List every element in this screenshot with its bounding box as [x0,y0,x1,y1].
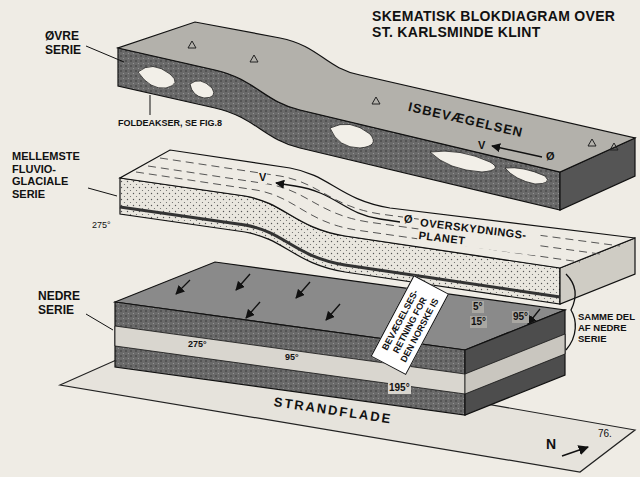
brace [566,274,575,350]
leader-lines [86,46,150,330]
figure-number: 76. [598,428,612,440]
direction-letter: Ø [403,213,414,226]
series-label: ØVRE SERIE [45,30,107,58]
till-symbols [188,41,618,150]
bracket-label: SAMME DEL AF NEDRE SERIE [578,312,638,345]
thrust-arrow [276,183,400,222]
north-letter: N [546,436,556,452]
angle-label: 195° [388,382,411,394]
angle-label: 15° [470,316,487,328]
upper-slab [118,22,635,210]
diagram-title: SKEMATISK BLOKDIAGRAM OVER ST. KARLSMIND… [372,8,630,40]
angle-label: 95° [512,311,529,323]
angle-label: 95° [285,352,299,362]
direction-letter: Ø [546,150,555,163]
north-arrow [562,447,588,456]
series-label: MELLEMSTE FLUVIO- GLACIALE SERIE [12,150,100,201]
angle-label: 5° [472,301,484,313]
direction-letter: V [478,139,485,152]
series-label: NEDRE SERIE [38,290,100,318]
note-label: FOLDEAKSER, SE FIG.8 [118,118,222,128]
ice-arrow [492,146,542,157]
angle-label: 275° [92,220,111,230]
direction-letter: V [258,171,267,184]
angle-label: 275° [188,339,207,349]
